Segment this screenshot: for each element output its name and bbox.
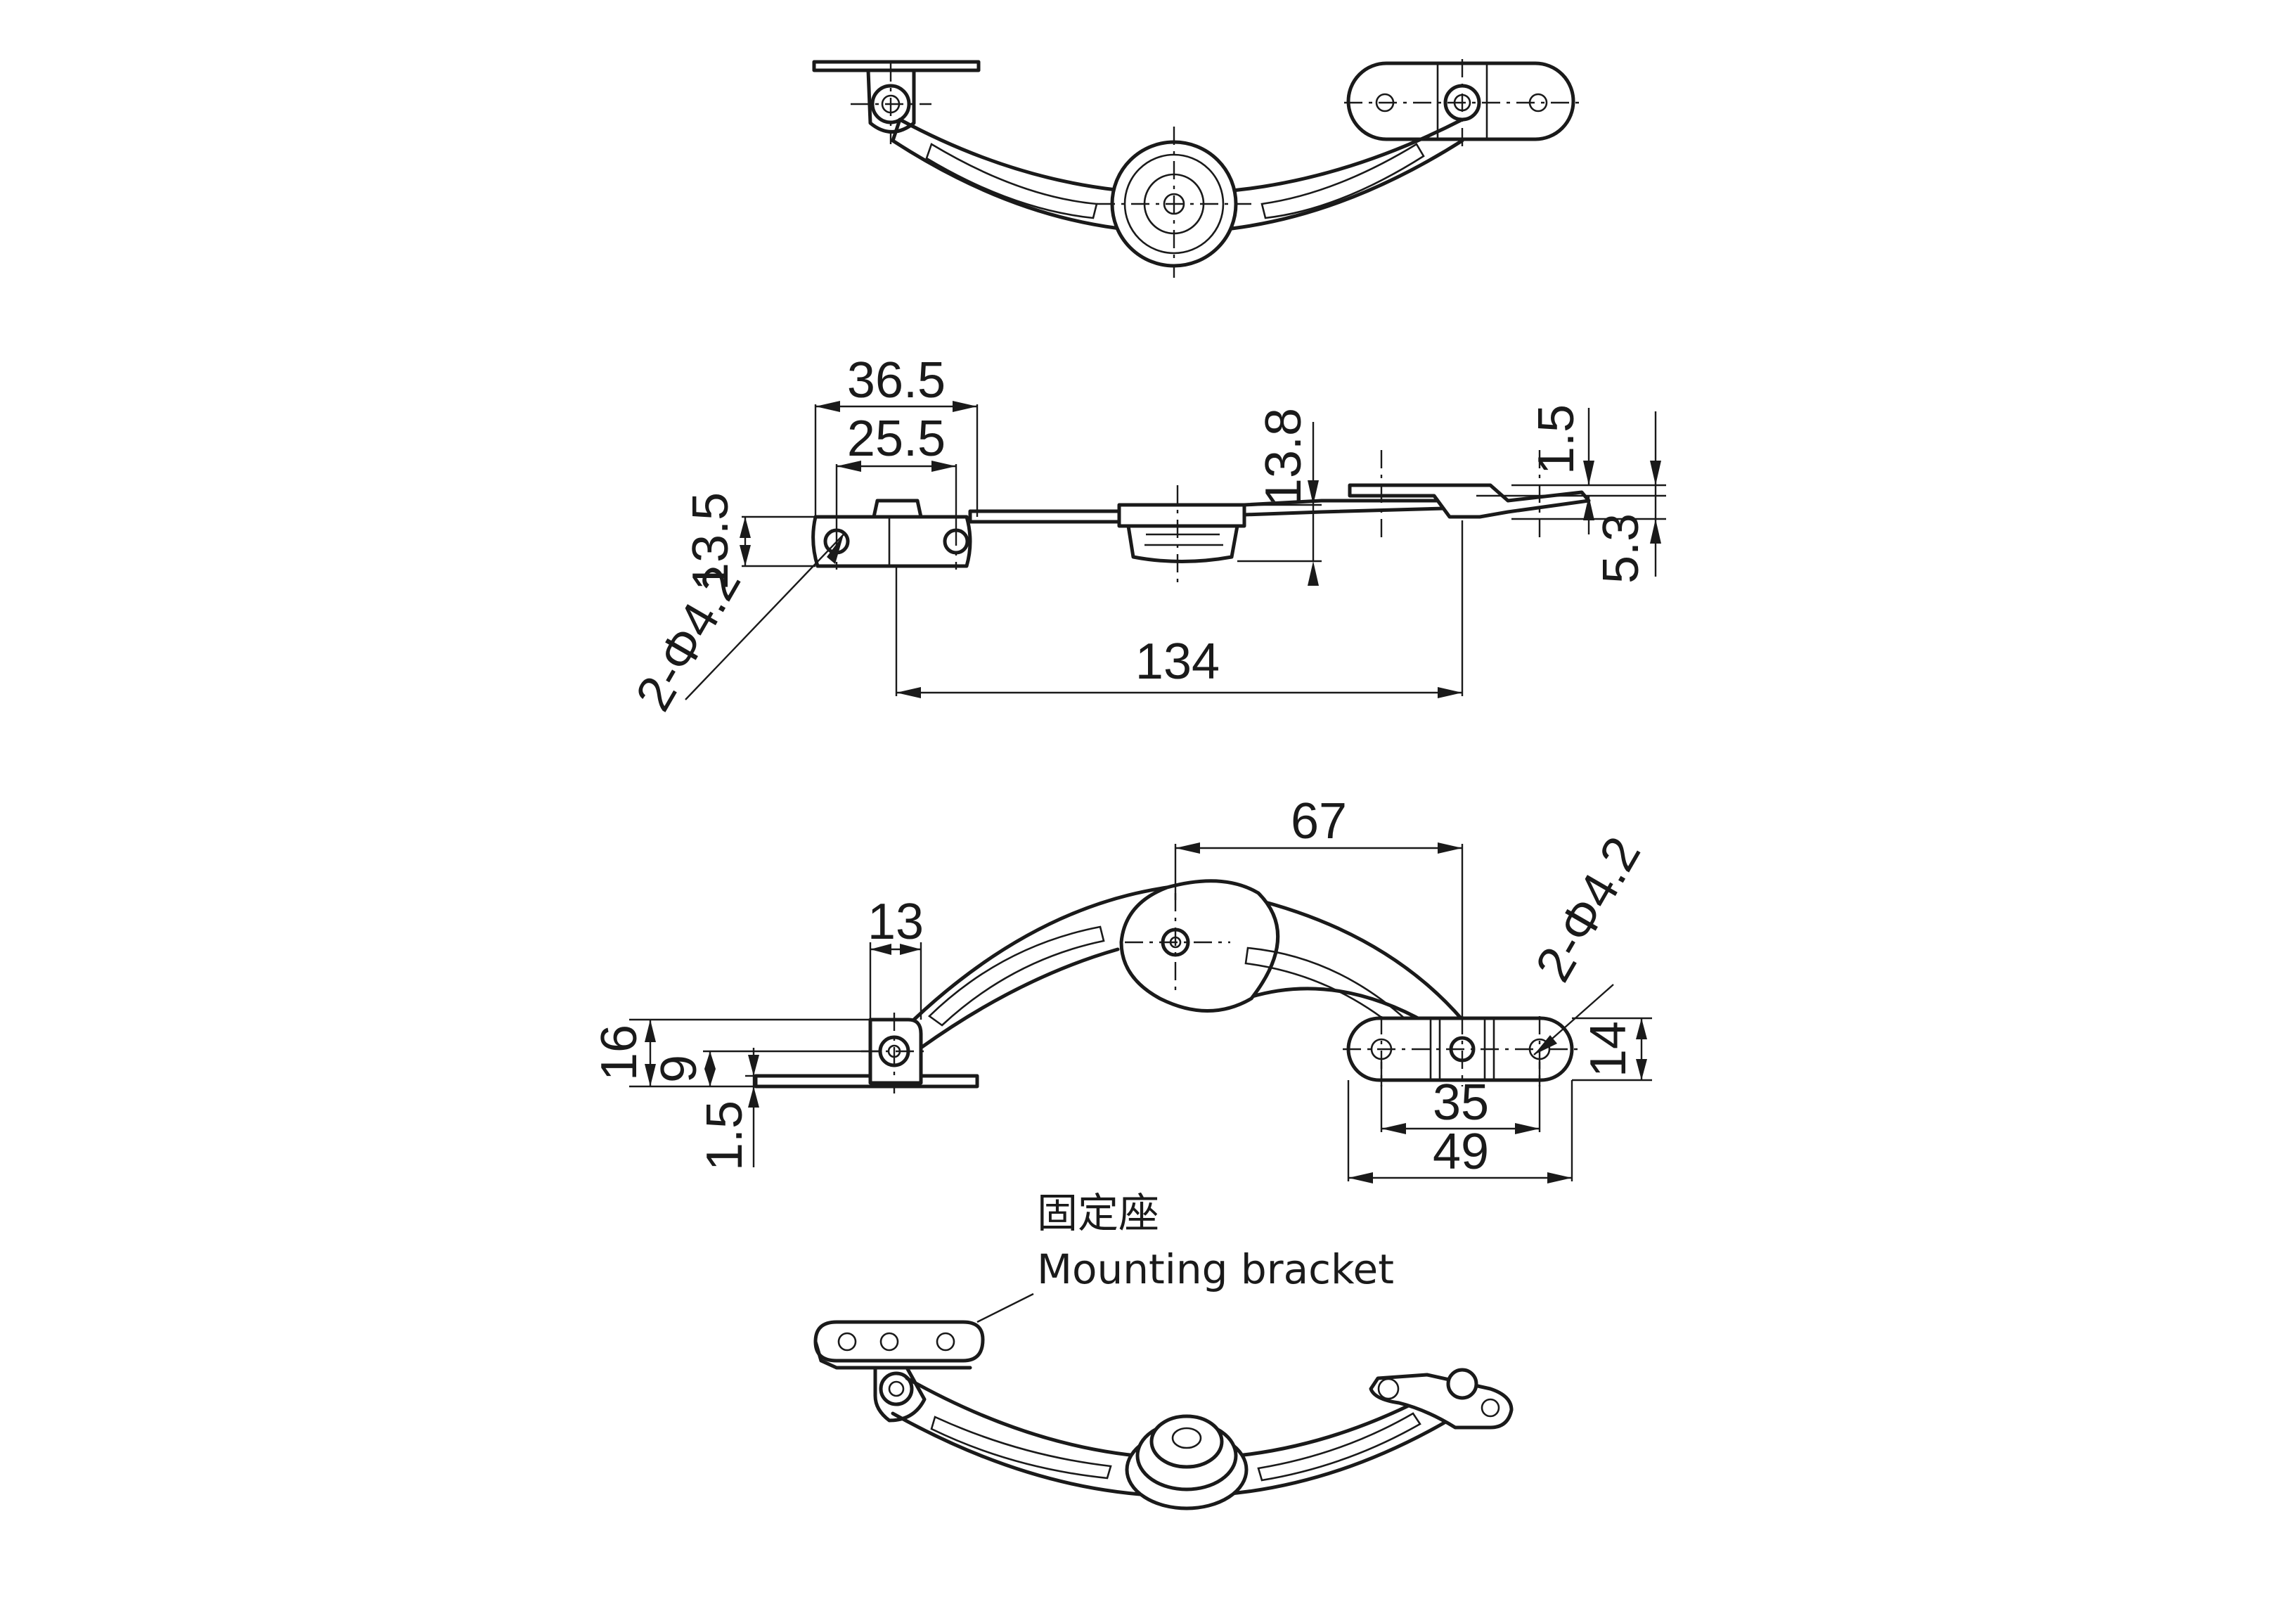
dim-1-5-top: 1.5	[1528, 404, 1585, 475]
dim-25-5: 25.5	[847, 411, 946, 467]
dim-14: 14	[1580, 1021, 1637, 1077]
dim-13-8: 13.8	[1256, 408, 1312, 506]
dim-13: 13	[868, 894, 924, 950]
bracket-leader	[976, 1292, 1034, 1323]
dim-hole-front: 2-Φ4.2	[1525, 828, 1651, 991]
dim-5-3: 5.3	[1593, 513, 1649, 584]
side-view: 36.5 25.5 13.8 1.5 5.3 13	[625, 352, 1666, 720]
dim-9: 9	[651, 1055, 707, 1083]
bottom-perspective-view	[813, 1320, 1514, 1510]
label-bracket-cn: 固定座	[1037, 1189, 1159, 1237]
dim-16: 16	[591, 1025, 647, 1081]
dim-1-5-left: 1.5	[697, 1101, 753, 1171]
dim-49: 49	[1433, 1124, 1489, 1180]
front-view: 67 13 16 9 1.5 2-Φ4.2	[591, 793, 1652, 1183]
label-bracket-en: Mounting bracket	[1037, 1245, 1394, 1293]
dim-134: 134	[1135, 634, 1220, 690]
dim-36-5: 36.5	[847, 352, 946, 409]
dim-13-5: 13.5	[683, 492, 739, 591]
top-perspective-view	[812, 59, 1582, 278]
dim-35: 35	[1433, 1074, 1489, 1131]
dim-67: 67	[1291, 793, 1347, 849]
